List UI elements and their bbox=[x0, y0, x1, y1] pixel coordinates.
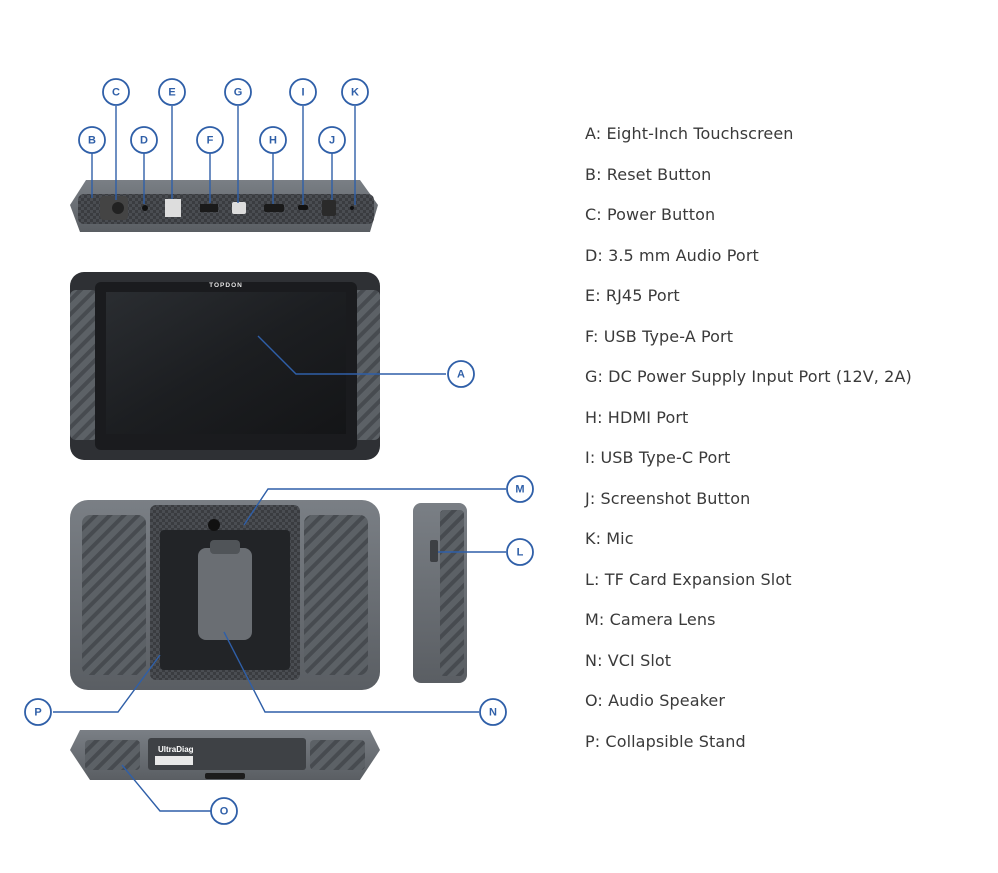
legend-item-m: M: Camera Lens bbox=[585, 610, 716, 629]
speaker-grille-right bbox=[310, 740, 365, 770]
callout-label: C bbox=[112, 87, 120, 99]
leader-lines bbox=[53, 106, 506, 812]
callout-g: G bbox=[224, 78, 252, 106]
callout-o: O bbox=[210, 797, 238, 825]
touchscreen-shape bbox=[106, 292, 346, 434]
callout-circle bbox=[196, 126, 224, 154]
callout-c: C bbox=[102, 78, 130, 106]
side-view bbox=[413, 503, 467, 683]
callout-label: B bbox=[88, 135, 96, 147]
callout-circle bbox=[130, 126, 158, 154]
callout-circle bbox=[341, 78, 369, 106]
bottom-edge-view: UltraDiag bbox=[70, 730, 380, 780]
callout-label: O bbox=[220, 806, 229, 818]
mic-shape bbox=[350, 206, 354, 210]
legend-item-a: A: Eight-Inch Touchscreen bbox=[585, 124, 794, 143]
callout-label: E bbox=[168, 87, 175, 99]
callout-circle bbox=[158, 78, 186, 106]
callout-e: E bbox=[158, 78, 186, 106]
callout-label: A bbox=[457, 369, 465, 381]
dc-port-shape bbox=[232, 202, 246, 214]
callout-label: H bbox=[269, 135, 277, 147]
legend-item-p: P: Collapsible Stand bbox=[585, 731, 746, 751]
callout-l: L bbox=[506, 538, 534, 566]
front-view: TOPDON bbox=[70, 272, 380, 460]
callout-circle bbox=[259, 126, 287, 154]
callout-circle bbox=[447, 360, 475, 388]
callout-j: J bbox=[318, 126, 346, 154]
callout-b: B bbox=[78, 126, 106, 154]
callout-circle bbox=[224, 78, 252, 106]
callout-n: N bbox=[479, 698, 507, 726]
brand-logo: TOPDON bbox=[209, 282, 243, 289]
legend-item-b: B: Reset Button bbox=[585, 164, 712, 184]
callout-label: G bbox=[234, 87, 243, 99]
legend-item-l: L: TF Card Expansion Slot bbox=[585, 569, 792, 589]
legend-item-c: C: Power Button bbox=[585, 205, 716, 224]
legend-item-g: G: DC Power Supply Input Port (12V, 2A) bbox=[585, 367, 912, 386]
callout-label: N bbox=[489, 707, 497, 719]
callout-f: F bbox=[196, 126, 224, 154]
legend-item-o: O: Audio Speaker bbox=[585, 691, 726, 710]
callout-circle bbox=[210, 797, 238, 825]
callout-label: L bbox=[517, 547, 524, 559]
callout-circle bbox=[506, 475, 534, 503]
callout-p: P bbox=[24, 698, 52, 726]
callout-label: F bbox=[207, 135, 214, 147]
callout-circle bbox=[318, 126, 346, 154]
callout-k: K bbox=[341, 78, 369, 106]
callout-circle bbox=[78, 126, 106, 154]
callout-markers: A B C D E F G H I J K L M N O P bbox=[24, 78, 534, 825]
callout-label: D bbox=[140, 135, 148, 147]
legend-list: A: Eight-Inch Touchscreen B: Reset Butto… bbox=[585, 120, 912, 768]
screenshot-button-shape bbox=[322, 200, 336, 216]
rj45-port-shape bbox=[165, 199, 181, 217]
legend-item-f: F: USB Type-A Port bbox=[585, 326, 734, 346]
callout-d: D bbox=[130, 126, 158, 154]
speaker-grille-left bbox=[85, 740, 140, 770]
legend-item-k: K: Mic bbox=[585, 529, 634, 548]
legend-item-i: I: USB Type-C Port bbox=[585, 448, 731, 467]
callout-circle bbox=[102, 78, 130, 106]
back-model-label: UltraDiag bbox=[158, 745, 194, 754]
callout-label: P bbox=[34, 707, 41, 719]
legend-item-d: D: 3.5 mm Audio Port bbox=[585, 245, 759, 265]
camera-lens-shape bbox=[208, 519, 220, 531]
power-button-shape bbox=[112, 202, 124, 214]
callout-label: M bbox=[515, 484, 524, 496]
callout-circle bbox=[506, 538, 534, 566]
legend-item-h: H: HDMI Port bbox=[585, 407, 689, 427]
callout-circle bbox=[24, 698, 52, 726]
callout-label: I bbox=[301, 87, 304, 99]
usb-c-port-shape bbox=[298, 205, 308, 210]
callout-m: M bbox=[506, 475, 534, 503]
callout-label: K bbox=[351, 87, 359, 99]
callout-circle bbox=[479, 698, 507, 726]
callout-label: J bbox=[329, 135, 335, 147]
callout-i: I bbox=[289, 78, 317, 106]
top-edge-view bbox=[70, 180, 378, 232]
callout-h: H bbox=[259, 126, 287, 154]
tf-slot-shape bbox=[430, 540, 438, 562]
callout-circle bbox=[289, 78, 317, 106]
legend-item-e: E: RJ45 Port bbox=[585, 286, 680, 305]
hdmi-port-shape bbox=[264, 204, 284, 212]
vci-slot-shape bbox=[198, 548, 252, 640]
legend-item-j: J: Screenshot Button bbox=[585, 488, 751, 508]
legend-item-n: N: VCI Slot bbox=[585, 650, 672, 670]
audio-port-shape bbox=[142, 205, 148, 211]
usb-a-port-shape bbox=[200, 204, 218, 212]
callout-a: A bbox=[447, 360, 475, 388]
back-view bbox=[70, 500, 380, 690]
